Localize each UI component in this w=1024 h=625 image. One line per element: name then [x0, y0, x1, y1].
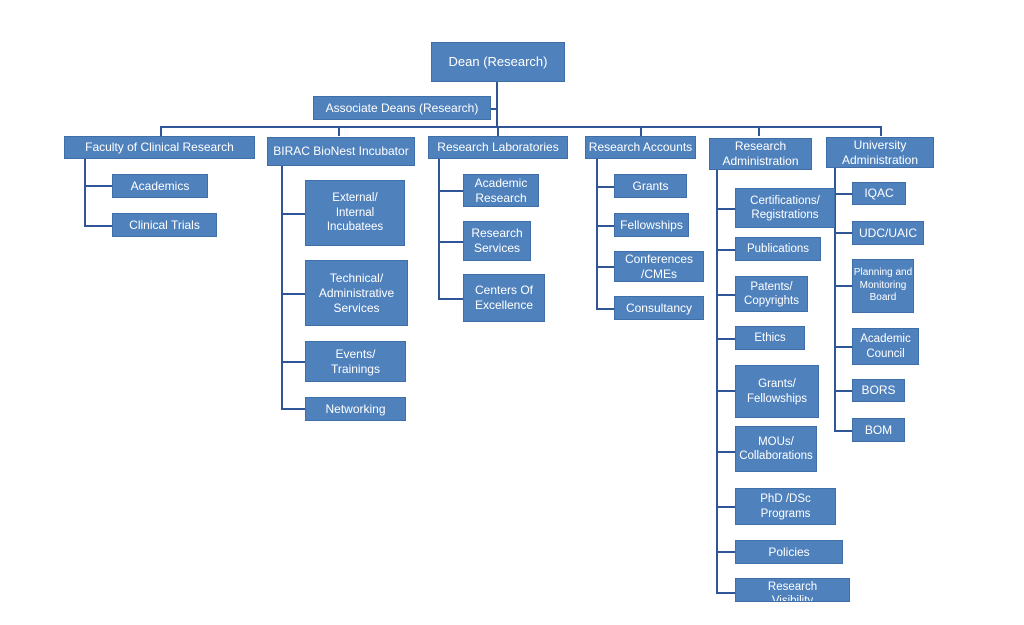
connector-line	[438, 241, 463, 243]
connector-line	[716, 249, 735, 251]
connector-line	[716, 451, 735, 453]
node-bors: BORS	[852, 379, 905, 402]
node-research-services: Research Services	[463, 221, 531, 261]
node-iqac: IQAC	[852, 182, 906, 205]
connector-line	[834, 168, 836, 432]
connector-line	[880, 126, 882, 136]
connector-line	[596, 266, 614, 268]
connector-line	[438, 190, 463, 192]
node-ethics: Ethics	[735, 326, 805, 350]
node-grants-fellowships: Grants/ Fellowships	[735, 365, 819, 418]
connector-line	[84, 159, 86, 227]
node-certifications: Certifications/ Registrations	[735, 188, 835, 228]
connector-line	[84, 185, 112, 187]
node-policies: Policies	[735, 540, 843, 564]
header-birac: BIRAC BioNest Incubator	[267, 137, 415, 166]
connector-line	[160, 126, 882, 128]
connector-line	[438, 159, 440, 300]
connector-line	[834, 232, 852, 234]
node-fellowships: Fellowships	[614, 213, 689, 237]
connector-line	[281, 361, 305, 363]
connector-line	[716, 390, 735, 392]
connector-line	[640, 126, 642, 136]
node-academics: Academics	[112, 174, 208, 198]
node-udc-uaic: UDC/UAIC	[852, 221, 924, 245]
connector-line	[716, 592, 735, 594]
node-incubatees: External/ Internal Incubatees	[305, 180, 405, 246]
connector-line	[834, 193, 852, 195]
connector-line	[438, 298, 463, 300]
connector-line	[596, 159, 598, 310]
connector-line	[596, 225, 614, 227]
connector-line	[84, 225, 112, 227]
connector-line	[491, 108, 498, 110]
node-research-visibility: Research Visibility	[735, 578, 850, 602]
connector-line	[281, 408, 305, 410]
header-research-labs: Research Laboratories	[428, 136, 568, 159]
node-technical-services: Technical/ Administrative Services	[305, 260, 408, 326]
connector-line	[834, 430, 852, 432]
header-research-accounts: Research Accounts	[585, 136, 696, 159]
connector-line	[338, 126, 340, 136]
header-university-administration: University Administration	[826, 137, 934, 168]
connector-line	[834, 346, 852, 348]
connector-line	[716, 170, 718, 594]
node-bom: BOM	[852, 418, 905, 442]
node-clinical-trials: Clinical Trials	[112, 213, 217, 237]
node-conferences-cmes: Conferences /CMEs	[614, 251, 704, 282]
connector-line	[281, 293, 305, 295]
node-mous-collaborations: MOUs/ Collaborations	[735, 426, 817, 472]
connector-line	[716, 208, 735, 210]
connector-line	[497, 126, 499, 136]
node-events-trainings: Events/ Trainings	[305, 341, 406, 382]
node-publications: Publications	[735, 237, 821, 261]
node-academic-research: Academic Research	[463, 174, 539, 207]
node-patents-copyrights: Patents/ Copyrights	[735, 276, 808, 312]
connector-line	[834, 390, 852, 392]
connector-line	[496, 82, 498, 128]
connector-line	[716, 338, 735, 340]
associate-deans-node: Associate Deans (Research)	[313, 96, 491, 120]
connector-line	[758, 126, 760, 136]
connector-line	[834, 285, 852, 287]
header-research-administration: Research Administration	[709, 138, 812, 170]
node-academic-council: Academic Council	[852, 328, 919, 365]
connector-line	[716, 506, 735, 508]
node-phd-dsc-programs: PhD /DSc Programs	[735, 488, 836, 525]
node-centers-of-excellence: Centers Of Excellence	[463, 274, 545, 322]
connector-line	[281, 166, 283, 410]
connector-line	[596, 186, 614, 188]
node-networking: Networking	[305, 397, 406, 421]
connector-line	[160, 126, 162, 136]
connector-line	[281, 213, 305, 215]
connector-line	[716, 294, 735, 296]
root-node: Dean (Research)	[431, 42, 565, 82]
header-clinical-research: Faculty of Clinical Research	[64, 136, 255, 159]
connector-line	[716, 551, 735, 553]
node-planning-monitoring-board: Planning and Monitoring Board	[852, 259, 914, 313]
connector-line	[596, 308, 614, 310]
node-consultancy: Consultancy	[614, 296, 704, 320]
node-grants: Grants	[614, 174, 687, 198]
